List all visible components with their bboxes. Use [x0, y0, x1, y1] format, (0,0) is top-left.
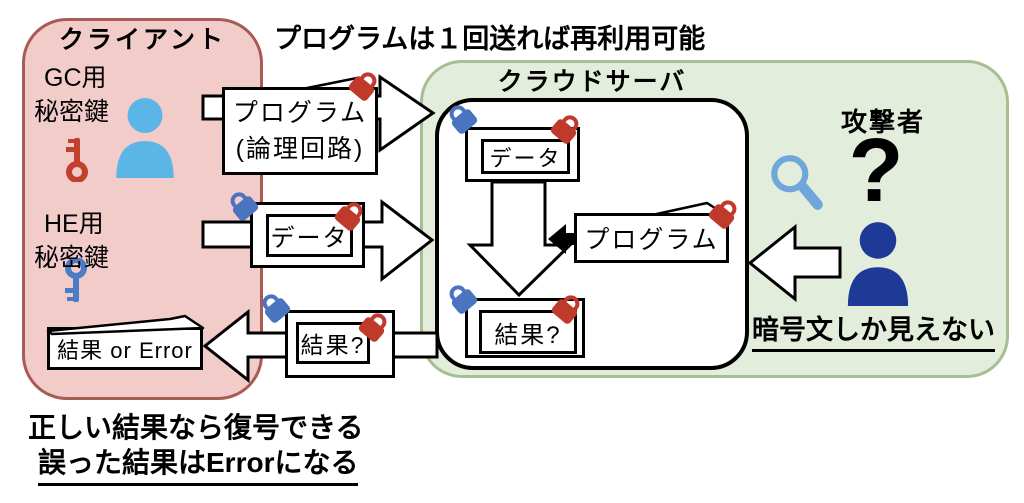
client-result-label: 結果?: [300, 332, 366, 358]
client-data-label: データ: [270, 225, 349, 252]
gc-key-icon: [66, 138, 88, 182]
attacker-caption: 暗号文しか見えない: [752, 308, 995, 352]
server-result-label: 結果?: [494, 321, 562, 349]
server-program-label: プログラム: [584, 226, 719, 254]
top-note: プログラムは１回送れば再利用可能: [274, 24, 706, 54]
attacker-question-mark: ?: [848, 121, 904, 221]
footer-line2: 誤った結果はErrorになる: [38, 441, 359, 486]
client-program-label-line2: (論理回路): [235, 135, 365, 163]
client-region-title: クライアント: [58, 26, 226, 54]
server-program-box: プログラム: [574, 213, 729, 263]
he-key-label-line1: HE用: [44, 210, 104, 238]
client-person-icon: [116, 98, 174, 178]
result-or-error-label: 結果 or Error: [57, 337, 193, 363]
gc-key-label-line2: 秘密鍵: [34, 98, 110, 126]
gc-key-label-line1: GC用: [44, 64, 107, 92]
client-program-box: プログラム (論理回路): [222, 87, 378, 175]
footer-line1: 正しい結果なら復号できる: [28, 412, 364, 443]
attacker-person-icon: [847, 222, 909, 306]
result-or-error-box: 結果 or Error: [47, 327, 203, 370]
he-key-icon: [65, 258, 87, 302]
server-data-inner-box: データ: [481, 139, 570, 174]
client-program-label-line1: プログラム: [232, 99, 368, 127]
server-region-title: クラウドサーバ: [497, 68, 687, 96]
server-data-label: データ: [489, 145, 562, 171]
he-key-label-line2: 秘密鍵: [34, 244, 110, 272]
magnifier-icon: [771, 155, 823, 210]
attacker-title: 攻撃者: [840, 107, 925, 137]
